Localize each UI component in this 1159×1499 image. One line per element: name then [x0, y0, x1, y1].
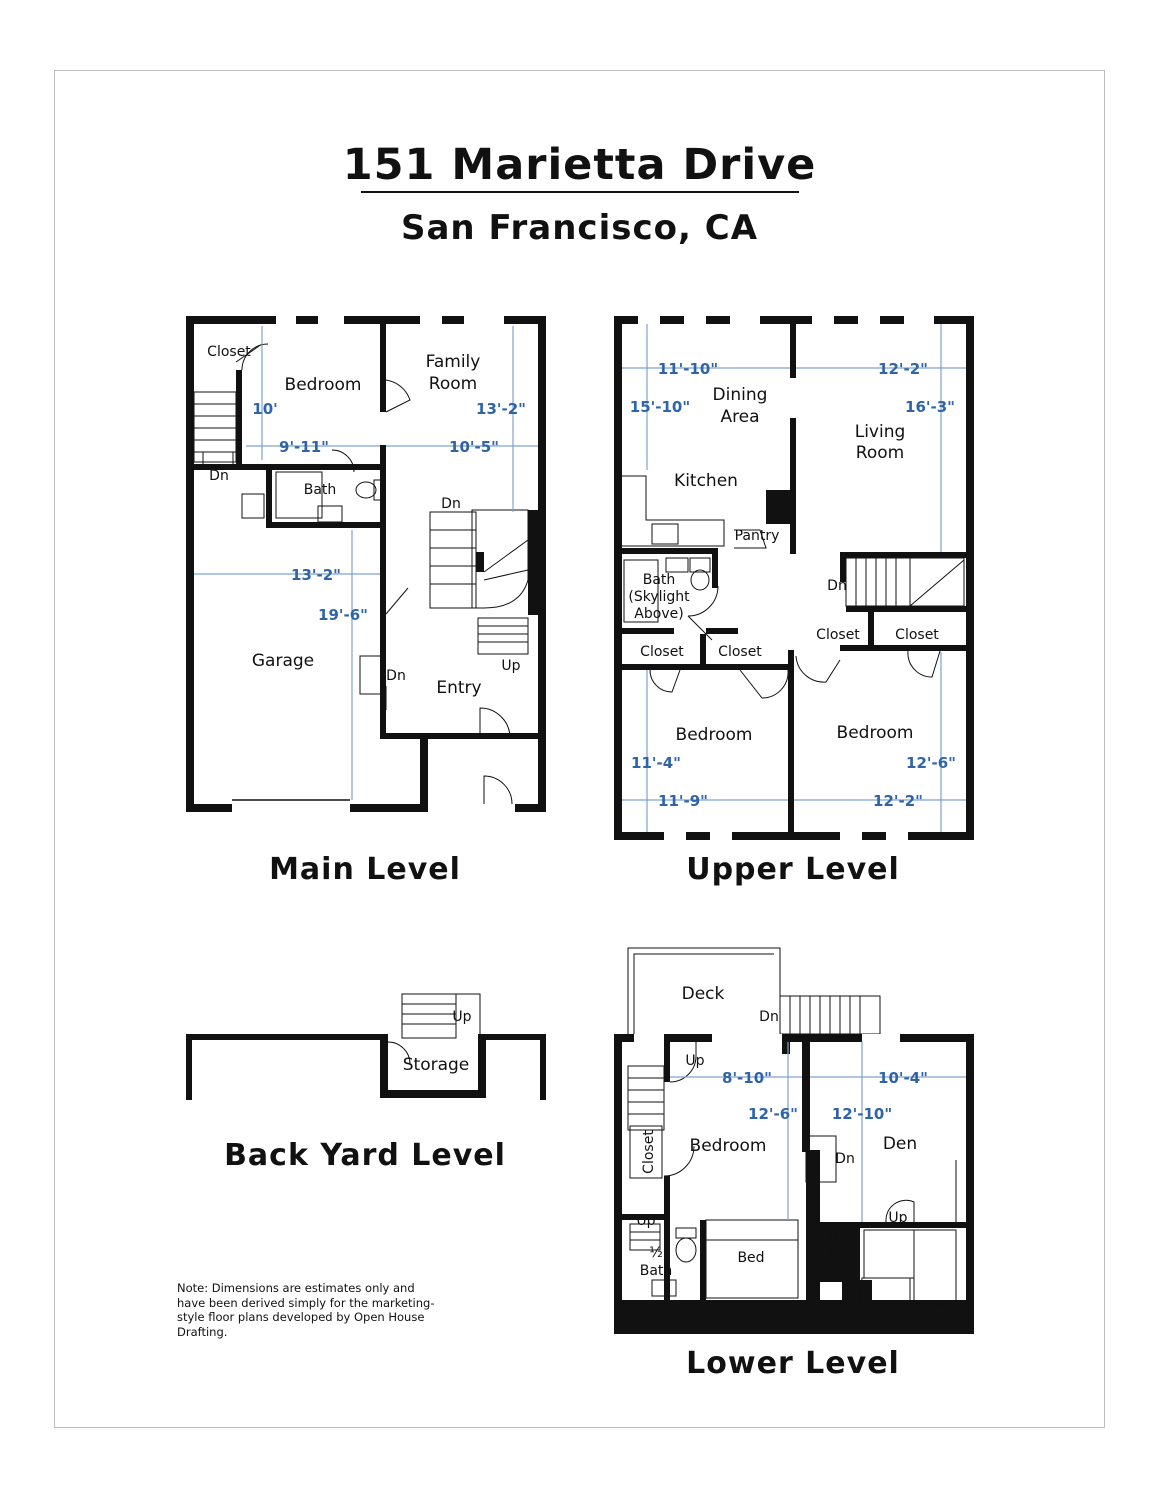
lower-dn-label-1: Dn — [759, 1009, 779, 1025]
lower-half-bath-label-2: Bath — [640, 1263, 673, 1279]
main-dim-family-v: 13'-2" — [476, 400, 526, 418]
lower-dim-den-v: 12'-10" — [832, 1105, 892, 1123]
lower-bed-label: Bed — [737, 1250, 764, 1266]
main-family-label-2: Room — [429, 374, 477, 394]
lower-deck-label: Deck — [682, 984, 725, 1004]
main-bath-label: Bath — [304, 482, 337, 498]
lower-up-label-1: Up — [685, 1053, 704, 1069]
upper-kitchen-label: Kitchen — [674, 471, 738, 491]
property-city: San Francisco, CA — [400, 208, 759, 248]
upper-living-label-2: Room — [856, 443, 904, 463]
disclaimer-note: Note: Dimensions are estimates only and … — [177, 1281, 435, 1339]
upper-bath-note-1: (Skylight — [628, 589, 690, 605]
upper-level-title: Upper Level — [686, 852, 900, 887]
main-dn-label-1: Dn — [209, 468, 229, 484]
upper-living-label-1: Living — [855, 422, 906, 442]
upper-dining-label-1: Dining — [713, 385, 768, 405]
upper-dim-dining-v: 15'-10" — [630, 398, 690, 416]
main-dim-garage-h: 13'-2" — [291, 566, 341, 584]
main-entry-label: Entry — [436, 678, 481, 698]
main-bedroom-label: Bedroom — [285, 375, 362, 395]
upper-closet-label-1: Closet — [640, 644, 684, 660]
backyard-storage-label: Storage — [403, 1055, 470, 1075]
lower-up-label-2: Up — [636, 1213, 655, 1229]
main-dim-family-h: 10'-5" — [449, 438, 499, 456]
upper-closet-label-4: Closet — [895, 627, 939, 643]
upper-dim-living-h: 12'-2" — [878, 360, 928, 378]
upper-dining-label-2: Area — [720, 407, 759, 427]
lower-closet-label-1: Closet — [641, 1130, 657, 1174]
upper-dim-bed2-h: 12'-2" — [873, 792, 923, 810]
page-frame — [54, 70, 1105, 1428]
title-underline — [361, 191, 799, 193]
main-dim-bedroom-h: 9'-11" — [279, 438, 329, 456]
upper-dn-label: Dn — [827, 578, 847, 594]
upper-dim-bed1-h: 11'-9" — [658, 792, 708, 810]
main-level-title: Main Level — [269, 852, 461, 887]
lower-half-bath-label-1: ½ — [649, 1245, 663, 1261]
upper-bath-note-2: Above) — [634, 606, 683, 622]
upper-closet-label-3: Closet — [816, 627, 860, 643]
lower-closet-label-2: Closet — [825, 1226, 841, 1270]
backyard-up-label: Up — [452, 1009, 471, 1025]
main-dn-label-2: Dn — [441, 496, 461, 512]
lower-dn-label-2: Dn — [835, 1151, 855, 1167]
backyard-level-plan: Storage Up — [186, 993, 546, 1100]
property-address: 151 Marietta Drive — [342, 140, 817, 190]
lower-dim-bedroom-v: 12'-6" — [748, 1105, 798, 1123]
upper-bedroom-label-1: Bedroom — [676, 725, 753, 745]
upper-closet-label-2: Closet — [718, 644, 762, 660]
upper-dim-dining-h: 11'-10" — [658, 360, 718, 378]
lower-dim-bedroom-h: 8'-10" — [722, 1069, 772, 1087]
main-dn-label-3: Dn — [386, 668, 406, 684]
main-closet-label: Closet — [207, 344, 251, 360]
upper-pantry-label: Pantry — [735, 528, 780, 544]
main-dim-bedroom-v: 10' — [252, 400, 277, 418]
upper-dim-living-v: 16'-3" — [905, 398, 955, 416]
main-family-label-1: Family — [426, 352, 481, 372]
lower-level-plan: Deck Dn Up Bedroom Den Closet Closet Dn … — [614, 947, 974, 1334]
lower-dim-den-h: 10'-4" — [878, 1069, 928, 1087]
lower-den-label: Den — [883, 1134, 917, 1154]
main-garage-label: Garage — [252, 651, 314, 671]
upper-bedroom-label-2: Bedroom — [837, 723, 914, 743]
lower-up-label-3: Up — [888, 1210, 907, 1226]
backyard-level-title: Back Yard Level — [224, 1138, 506, 1173]
upper-bath-label: Bath — [643, 572, 676, 588]
main-level-plan: Closet Bedroom Family Room Bath Garage E… — [186, 316, 546, 812]
main-dim-garage-v: 19'-6" — [318, 606, 368, 624]
lower-level-title: Lower Level — [686, 1346, 900, 1381]
upper-level-plan: Dining Area Living Room Kitchen Pantry B… — [614, 316, 974, 840]
upper-dim-bed2-v: 12'-6" — [906, 754, 956, 772]
lower-bedroom-label: Bedroom — [690, 1136, 767, 1156]
main-up-label: Up — [501, 658, 520, 674]
upper-dim-bed1-v: 11'-4" — [631, 754, 681, 772]
